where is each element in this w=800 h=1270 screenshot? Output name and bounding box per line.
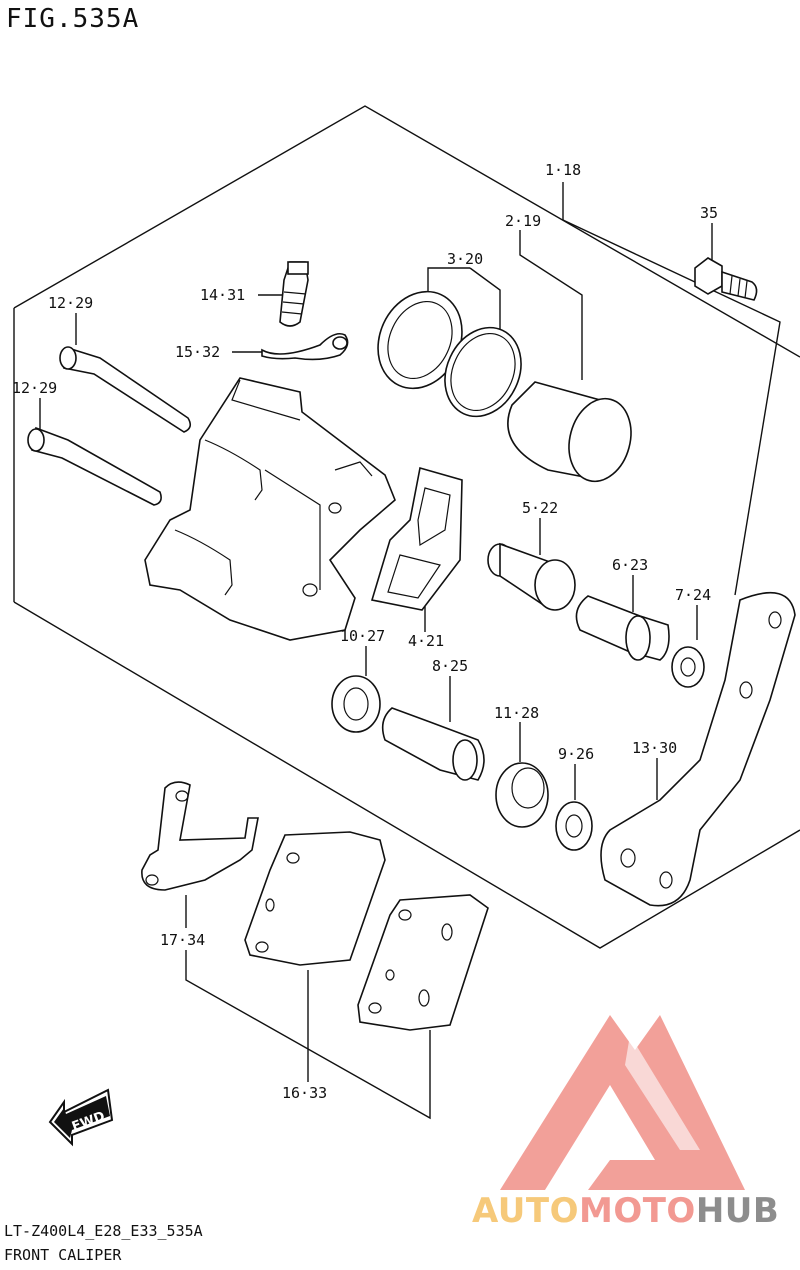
callout-3-20: 3·20 (447, 250, 483, 268)
callout-2-19: 2·19 (505, 212, 541, 230)
callout-9-26: 9·26 (558, 745, 594, 763)
dust-seal-2 (444, 326, 522, 418)
callout-5-22: 5·22 (522, 499, 558, 517)
slide-pin-12-upper (59, 346, 192, 433)
callout-12-29-lower: 12·29 (12, 379, 57, 397)
caliper-body (144, 377, 396, 641)
watermark-moto: MOTO (579, 1191, 696, 1231)
bleeder-cap-15 (261, 332, 349, 361)
sleeve-6 (575, 595, 670, 661)
caliper-bracket-13 (600, 591, 796, 907)
brake-pad-16-inner (244, 831, 386, 966)
pin-8 (381, 707, 485, 781)
callout-13-30: 13·30 (632, 739, 677, 757)
boot-5 (487, 542, 576, 611)
washer-7 (671, 646, 705, 688)
pad-spring-4 (370, 466, 463, 611)
watermark-auto: AUTO (472, 1191, 579, 1231)
callout-6-23: 6·23 (612, 556, 648, 574)
callout-1-18: 1·18 (545, 161, 581, 179)
fwd-arrow-icon: FWD (48, 1088, 114, 1147)
brake-pad-16-outer (357, 894, 489, 1031)
piston-1 (507, 381, 632, 483)
seal-ring-10 (331, 675, 381, 733)
watermark-triangle-inner-icon (625, 1035, 700, 1150)
watermark-triangle-icon (500, 1015, 745, 1190)
callout-16-33: 16·33 (282, 1084, 327, 1102)
callout-14-31: 14·31 (200, 286, 245, 304)
callout-11-28: 11·28 (494, 704, 539, 722)
svg-text:AUTOMOTOHUB: AUTOMOTOHUB (472, 1191, 779, 1231)
callout-12-29-upper: 12·29 (48, 294, 93, 312)
callout-17-34: 17·34 (160, 931, 205, 949)
bolt-35 (694, 257, 758, 301)
callout-labels: 1·18 2·19 3·20 35 14·31 15·32 12·29 12·2… (12, 161, 718, 1102)
washer-9 (555, 801, 593, 851)
leader-lines (39, 182, 781, 1120)
watermark-hub: HUB (696, 1191, 779, 1231)
pad-spring-17 (141, 781, 259, 891)
callout-10-27: 10·27 (340, 627, 385, 645)
boot-11 (495, 762, 549, 828)
slide-pin-12-lower (27, 426, 162, 506)
callout-15-32: 15·32 (175, 343, 220, 361)
watermark-logo: AUTOMOTOHUB (472, 1015, 779, 1231)
callout-8-25: 8·25 (432, 657, 468, 675)
model-code: LT-Z400L4_E28_E33_535A (4, 1222, 203, 1240)
figure-title: FIG.535A (6, 4, 140, 34)
assembly-frame (13, 105, 800, 949)
callout-35: 35 (700, 204, 718, 222)
callout-7-24: 7·24 (675, 586, 711, 604)
callout-4-21: 4·21 (408, 632, 444, 650)
bleeder-screw-14 (279, 261, 309, 327)
section-name: FRONT CALIPER (4, 1246, 122, 1264)
